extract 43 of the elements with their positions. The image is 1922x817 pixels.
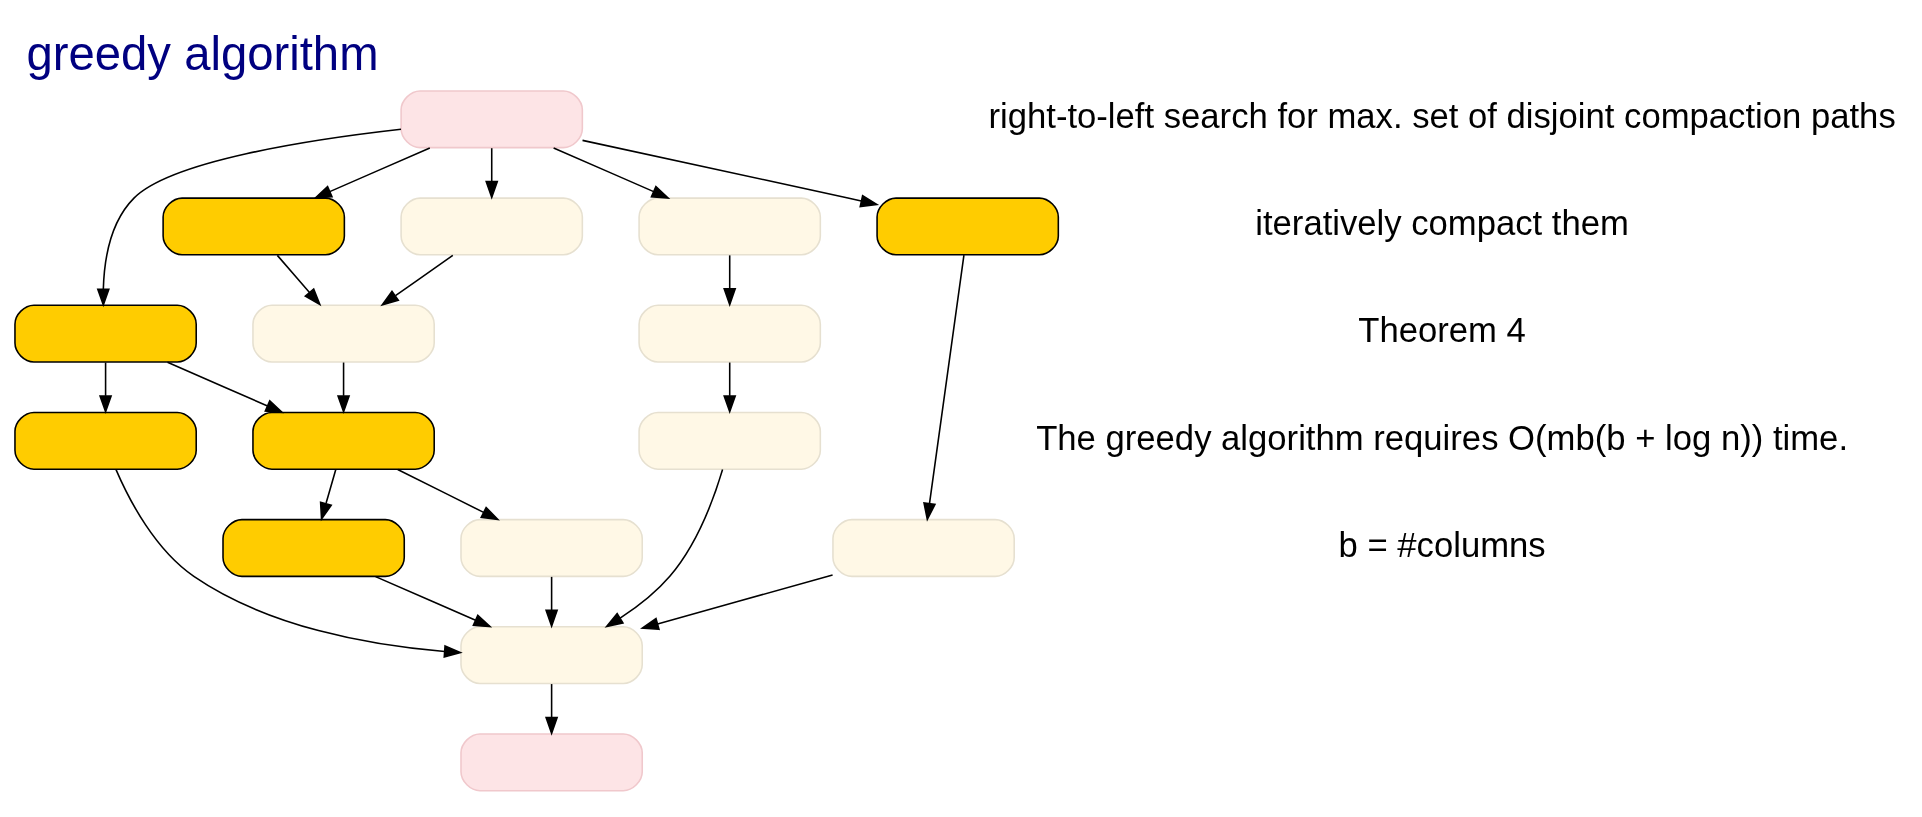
arrow (166, 361, 285, 414)
node-box (638, 197, 822, 256)
arrow (485, 147, 499, 200)
node-box (876, 197, 1060, 256)
arrow (552, 147, 671, 199)
arrow (640, 574, 834, 631)
node-box (638, 411, 822, 470)
node-box (222, 518, 406, 578)
arrow (723, 361, 737, 415)
arrow (545, 576, 559, 629)
node-box (14, 304, 197, 363)
node-box (400, 197, 584, 256)
arrow (313, 147, 431, 199)
node-box (162, 197, 346, 256)
arrow (723, 254, 737, 307)
node-box (400, 90, 584, 149)
label: b = #columns (1338, 525, 1546, 564)
label: The greedy algorithm requires O(mb(b + log n)) time. (1036, 418, 1849, 457)
node-box (460, 626, 644, 685)
arrow (545, 683, 559, 736)
label: Theorem 4 (1358, 311, 1526, 350)
node-box (460, 733, 644, 792)
label: iteratively compact them (1255, 204, 1629, 243)
label: right-to-left search for max. set of disjoint compaction paths (988, 97, 1896, 136)
node-box (638, 304, 822, 363)
arrow (604, 468, 724, 628)
node-box (460, 518, 644, 578)
arrow (374, 575, 493, 628)
arrow (923, 254, 965, 522)
arrow (581, 139, 880, 208)
arrow (319, 468, 337, 522)
node-box (832, 518, 1015, 578)
arrow (396, 468, 500, 521)
arrow (115, 468, 463, 659)
arrow (336, 361, 351, 415)
node-box (252, 411, 435, 470)
node-box (14, 411, 197, 470)
arrow (98, 361, 113, 415)
arrow (276, 254, 322, 307)
diagram-title: greedy algorithm (26, 27, 379, 81)
arrow (380, 254, 454, 307)
node-box (252, 304, 435, 363)
arrow (96, 128, 402, 308)
